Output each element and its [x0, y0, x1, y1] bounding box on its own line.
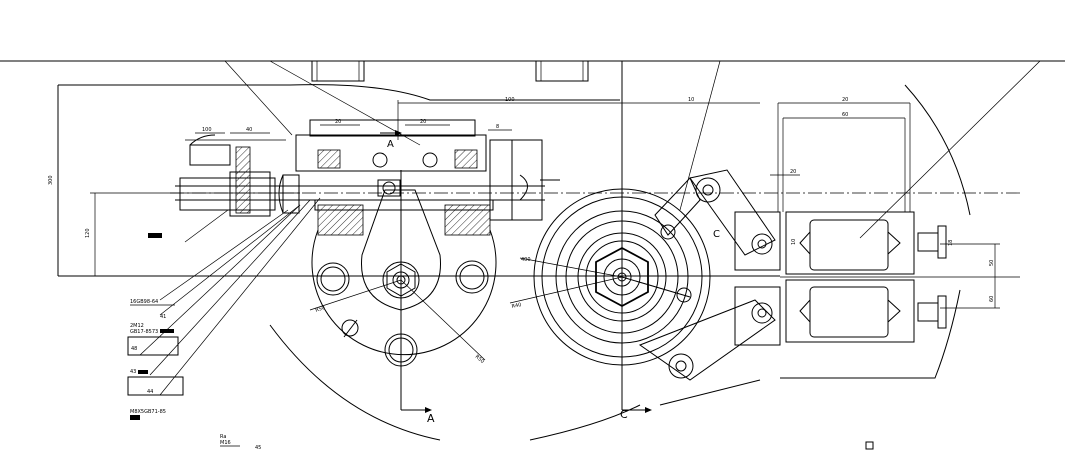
bottom-notes: Ra M16 45: [220, 434, 874, 451]
dim-8: 20: [842, 97, 848, 103]
brake-arm-lower: [621, 276, 776, 381]
dim-10: 20: [790, 169, 796, 175]
dim-4: 20: [420, 119, 426, 125]
right-disc: 400 R40: [509, 188, 711, 366]
callout-7: 44: [147, 389, 153, 395]
dim-2: 40: [246, 127, 252, 133]
small-square: [865, 441, 874, 450]
brake-shoe-lower: [734, 279, 947, 346]
callout-3: 2M12: [130, 323, 144, 329]
bottom-note-2: M16: [220, 440, 231, 446]
dim-1: 100: [202, 127, 212, 133]
top-boss-right: [535, 60, 589, 82]
dim-radius-2: R50: [474, 354, 485, 365]
section-label-c-bottom: C: [620, 408, 628, 421]
dim-radius-3: 400: [521, 257, 531, 263]
dim-radius-1: R50: [315, 305, 326, 314]
dim-6: 100: [505, 97, 515, 103]
left-flange-disc: R50 R50: [309, 189, 497, 367]
dim-12: 18: [948, 240, 954, 246]
dim-5: 8: [496, 124, 499, 130]
section-label-c-arm: C: [713, 229, 720, 240]
left-dimensions: 300 120: [48, 88, 300, 276]
callout-6: 43: [130, 369, 136, 375]
leader-lines: [139, 60, 1041, 396]
housing-outline: [57, 84, 971, 441]
main-shaft: [170, 119, 1020, 236]
dim-14: 60: [989, 296, 995, 302]
dim-3: 20: [335, 119, 341, 125]
section-label-a-top: A: [387, 139, 394, 150]
callout-8: M8X5GB71-85: [130, 409, 166, 415]
section-label-a-bottom: A: [427, 412, 435, 425]
dim-radius-4: R40: [511, 302, 522, 310]
brake-arm-upper: [654, 169, 776, 256]
callout-1: 16GB98-64: [130, 299, 158, 305]
callout-2: 41: [160, 314, 166, 320]
callout-4: GB17-8573: [130, 329, 158, 335]
section-mark-a: A A: [380, 130, 435, 425]
dim-11: 10: [791, 239, 797, 245]
top-boss-left: [311, 60, 365, 82]
bottom-note-3: 45: [255, 445, 261, 451]
right-dimensions: 50 60: [780, 243, 1020, 309]
brake-shoe-upper: 10 18: [734, 211, 954, 275]
dim-7: 10: [688, 97, 694, 103]
svg-text:120: 120: [85, 228, 91, 238]
section-mark-c: C C: [620, 229, 720, 421]
callout-5: 48: [131, 346, 137, 352]
bottom-note-1: Ra: [220, 434, 226, 440]
top-dimension-chain: 100 40 20 20 8 100 10 20 60 20: [185, 97, 911, 212]
dim-13: 50: [989, 260, 995, 266]
dim-9: 60: [842, 112, 848, 118]
svg-text:300: 300: [48, 175, 54, 185]
callouts: 16GB98-64 41 2M12 GB17-8573 48 43 44 M8X…: [127, 233, 184, 420]
